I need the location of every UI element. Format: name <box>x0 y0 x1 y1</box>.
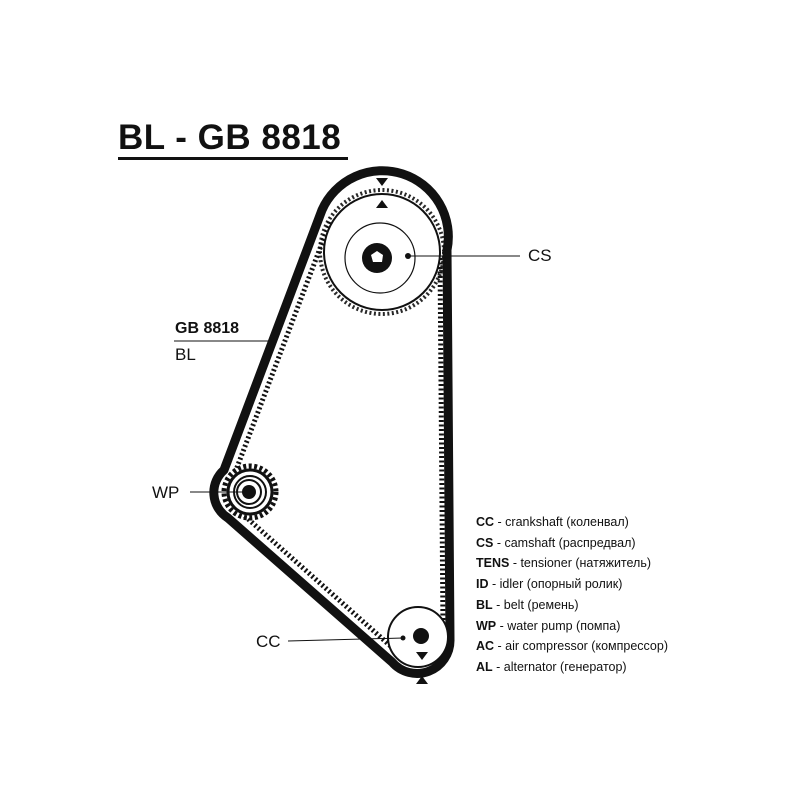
cc-leader-line <box>287 637 404 642</box>
legend-item: BL - belt (ремень) <box>476 597 579 612</box>
legend-item: WP - water pump (помпа) <box>476 618 621 633</box>
title-underline <box>118 157 348 160</box>
camshaft-pulley <box>318 188 446 316</box>
legend-item: ID - idler (опорный ролик) <box>476 577 623 592</box>
timing-belt <box>209 166 455 678</box>
crankshaft-pulley <box>387 606 449 668</box>
cs-timing-mark-top <box>376 178 388 186</box>
legend-item: AC - air compressor (компрессор) <box>476 639 669 654</box>
cc-timing-mark-top <box>416 652 428 660</box>
legend-item: CS - camshaft (распредвал) <box>476 535 636 550</box>
label-belt-type: BL <box>175 345 196 364</box>
label-wp: WP <box>152 483 180 502</box>
legend: CC - crankshaft (коленвал) CS - camshaft… <box>476 512 668 678</box>
cc-timing-mark-bottom <box>416 676 428 684</box>
water-pump-pulley <box>221 463 279 521</box>
diagram-title: BL - GB 8818 <box>118 118 342 157</box>
label-cc: CC <box>256 632 281 651</box>
label-cs: CS <box>528 246 552 265</box>
legend-item: AL - alternator (генератор) <box>476 659 627 674</box>
label-belt-code: GB 8818 <box>175 320 240 337</box>
cs-timing-mark-bottom <box>376 200 388 208</box>
belt-teeth <box>230 221 446 652</box>
legend-item: CC - crankshaft (коленвал) <box>476 515 629 529</box>
legend-item: TENS - tensioner (натяжитель) <box>476 556 652 571</box>
